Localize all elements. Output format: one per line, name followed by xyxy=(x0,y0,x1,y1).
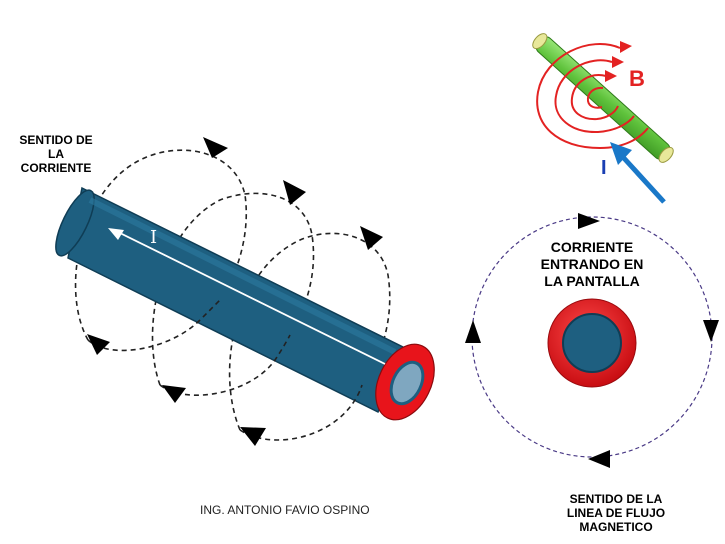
label-line: SENTIDO DE xyxy=(19,133,93,147)
current-arrow-line xyxy=(117,231,386,365)
current-symbol: I xyxy=(150,227,157,248)
field-arrow xyxy=(360,226,383,250)
inset-current-arrowhead xyxy=(610,142,632,165)
flux-line-label: SENTIDO DE LA LINEA DE FLUJO MAGNETICO xyxy=(548,492,684,534)
field-arrow xyxy=(203,137,228,158)
inset-field-ring xyxy=(586,86,604,109)
flux-arrow-left xyxy=(465,320,481,343)
current-arrow-head xyxy=(108,228,124,240)
inset-field-ring xyxy=(554,59,635,134)
entering-screen-label: CORRIENTE ENTRANDO EN LA PANTALLA xyxy=(530,239,654,289)
field-arrow xyxy=(240,427,266,446)
inner-conductor xyxy=(562,313,622,373)
inset-field-ring xyxy=(570,74,619,121)
inset-field-ring xyxy=(536,43,649,150)
field-loop-3-front xyxy=(239,384,363,441)
label-line: LINEA DE FLUJO xyxy=(566,506,666,521)
field-arrow xyxy=(87,334,110,355)
inset-wire xyxy=(532,33,674,163)
inset-current-arrow xyxy=(620,154,666,204)
field-loop-2-back xyxy=(151,192,315,386)
field-loop-1-front xyxy=(87,299,221,352)
label-line: LA xyxy=(48,147,64,162)
inset-current-symbol: I xyxy=(601,157,607,179)
author-credit: ING. ANTONIO FAVIO OSPINO xyxy=(200,503,370,517)
field-arrow xyxy=(283,180,306,205)
cross-section xyxy=(465,213,719,468)
conductor-body xyxy=(67,186,406,414)
flux-arrow-bottom xyxy=(588,450,610,468)
label-line: MAGNETICO xyxy=(579,520,653,535)
label-line: CORRIENTE xyxy=(550,239,634,255)
flux-arrow-top xyxy=(578,213,600,229)
current-direction-label: SENTIDO DE LA CORRIENTE xyxy=(8,133,104,175)
flux-arrow-right xyxy=(703,320,719,342)
inset-field-rings xyxy=(536,43,649,150)
conductor-back-end xyxy=(55,189,95,257)
inset-field-arrowheads xyxy=(605,41,632,82)
conductor-highlight xyxy=(88,197,397,355)
label-line: CORRIENTE xyxy=(20,161,92,176)
field-arrow xyxy=(162,385,186,403)
inset-diagram: B I xyxy=(532,33,674,204)
label-line: LA PANTALLA xyxy=(544,272,640,289)
conductor: I xyxy=(55,186,435,421)
field-loop-2-front xyxy=(159,334,291,396)
field-arrows xyxy=(87,137,383,446)
inner-core-front xyxy=(389,360,425,406)
label-line: ENTRANDO EN xyxy=(540,255,644,272)
label-line: SENTIDO DE LA xyxy=(569,492,663,506)
field-loops-front xyxy=(87,299,363,441)
inset-field-symbol: B xyxy=(629,66,645,91)
